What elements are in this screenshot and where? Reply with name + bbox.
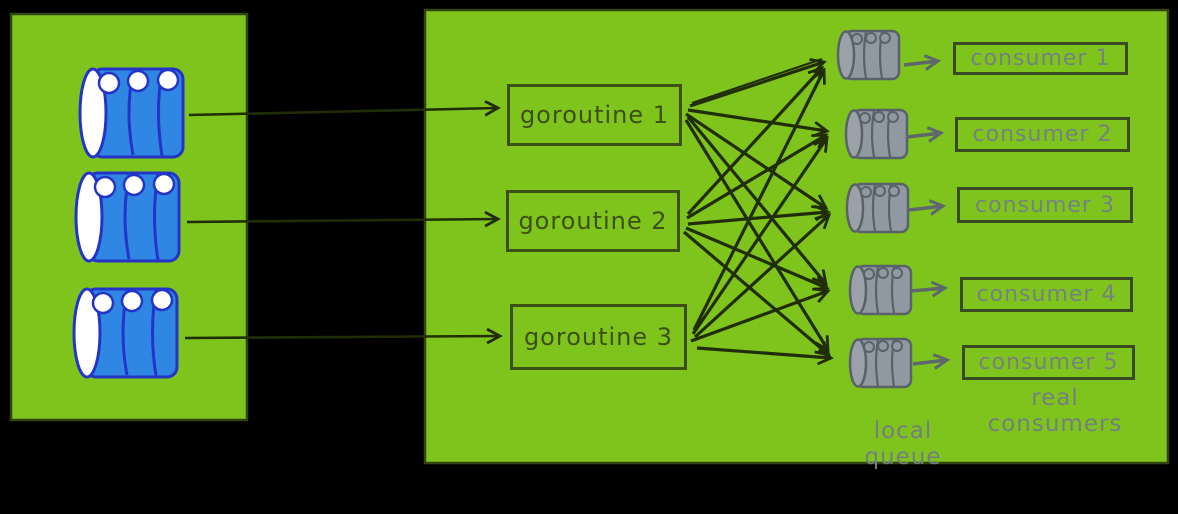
- partition-to-goroutine-arrows: [184, 108, 500, 338]
- goroutine-to-queue-arrows: [682, 59, 831, 358]
- gray-queue-barrel-icon: [844, 108, 909, 160]
- goroutine-1-label: goroutine 1: [519, 101, 670, 129]
- consumer-4-box: consumer 4: [960, 277, 1133, 312]
- blue-partition-barrel-icon: [78, 67, 185, 159]
- consumer-2-box: consumer 2: [955, 117, 1130, 152]
- local-queue-caption: local queue: [864, 418, 942, 470]
- goroutine-3-box: goroutine 3: [510, 304, 687, 370]
- blue-partition-barrel-icon: [74, 171, 181, 263]
- gray-queue-barrel-icon: [845, 182, 910, 234]
- consumer-5-box: consumer 5: [962, 345, 1135, 380]
- consumer-2-label: consumer 2: [972, 122, 1113, 147]
- goroutine-1-box: goroutine 1: [507, 84, 682, 146]
- blue-partition-barrel-icon: [72, 287, 179, 379]
- consumer-1-box: consumer 1: [953, 42, 1128, 75]
- consumer-5-label: consumer 5: [978, 350, 1119, 375]
- consumer-1-label: consumer 1: [970, 46, 1111, 71]
- goroutine-2-label: goroutine 2: [518, 207, 668, 235]
- gray-queue-barrel-icon: [848, 337, 913, 389]
- goroutine-2-box: goroutine 2: [506, 190, 680, 252]
- gray-queue-barrel-icon: [836, 29, 901, 81]
- gray-queue-barrel-icon: [848, 264, 913, 316]
- real-consumers-caption: real consumers: [987, 385, 1123, 437]
- consumer-3-label: consumer 3: [975, 192, 1115, 218]
- consumer-3-box: consumer 3: [957, 187, 1133, 223]
- goroutine-3-label: goroutine 3: [523, 323, 674, 351]
- consumer-4-label: consumer 4: [976, 282, 1117, 307]
- queue-to-consumer-arrows: [903, 61, 947, 364]
